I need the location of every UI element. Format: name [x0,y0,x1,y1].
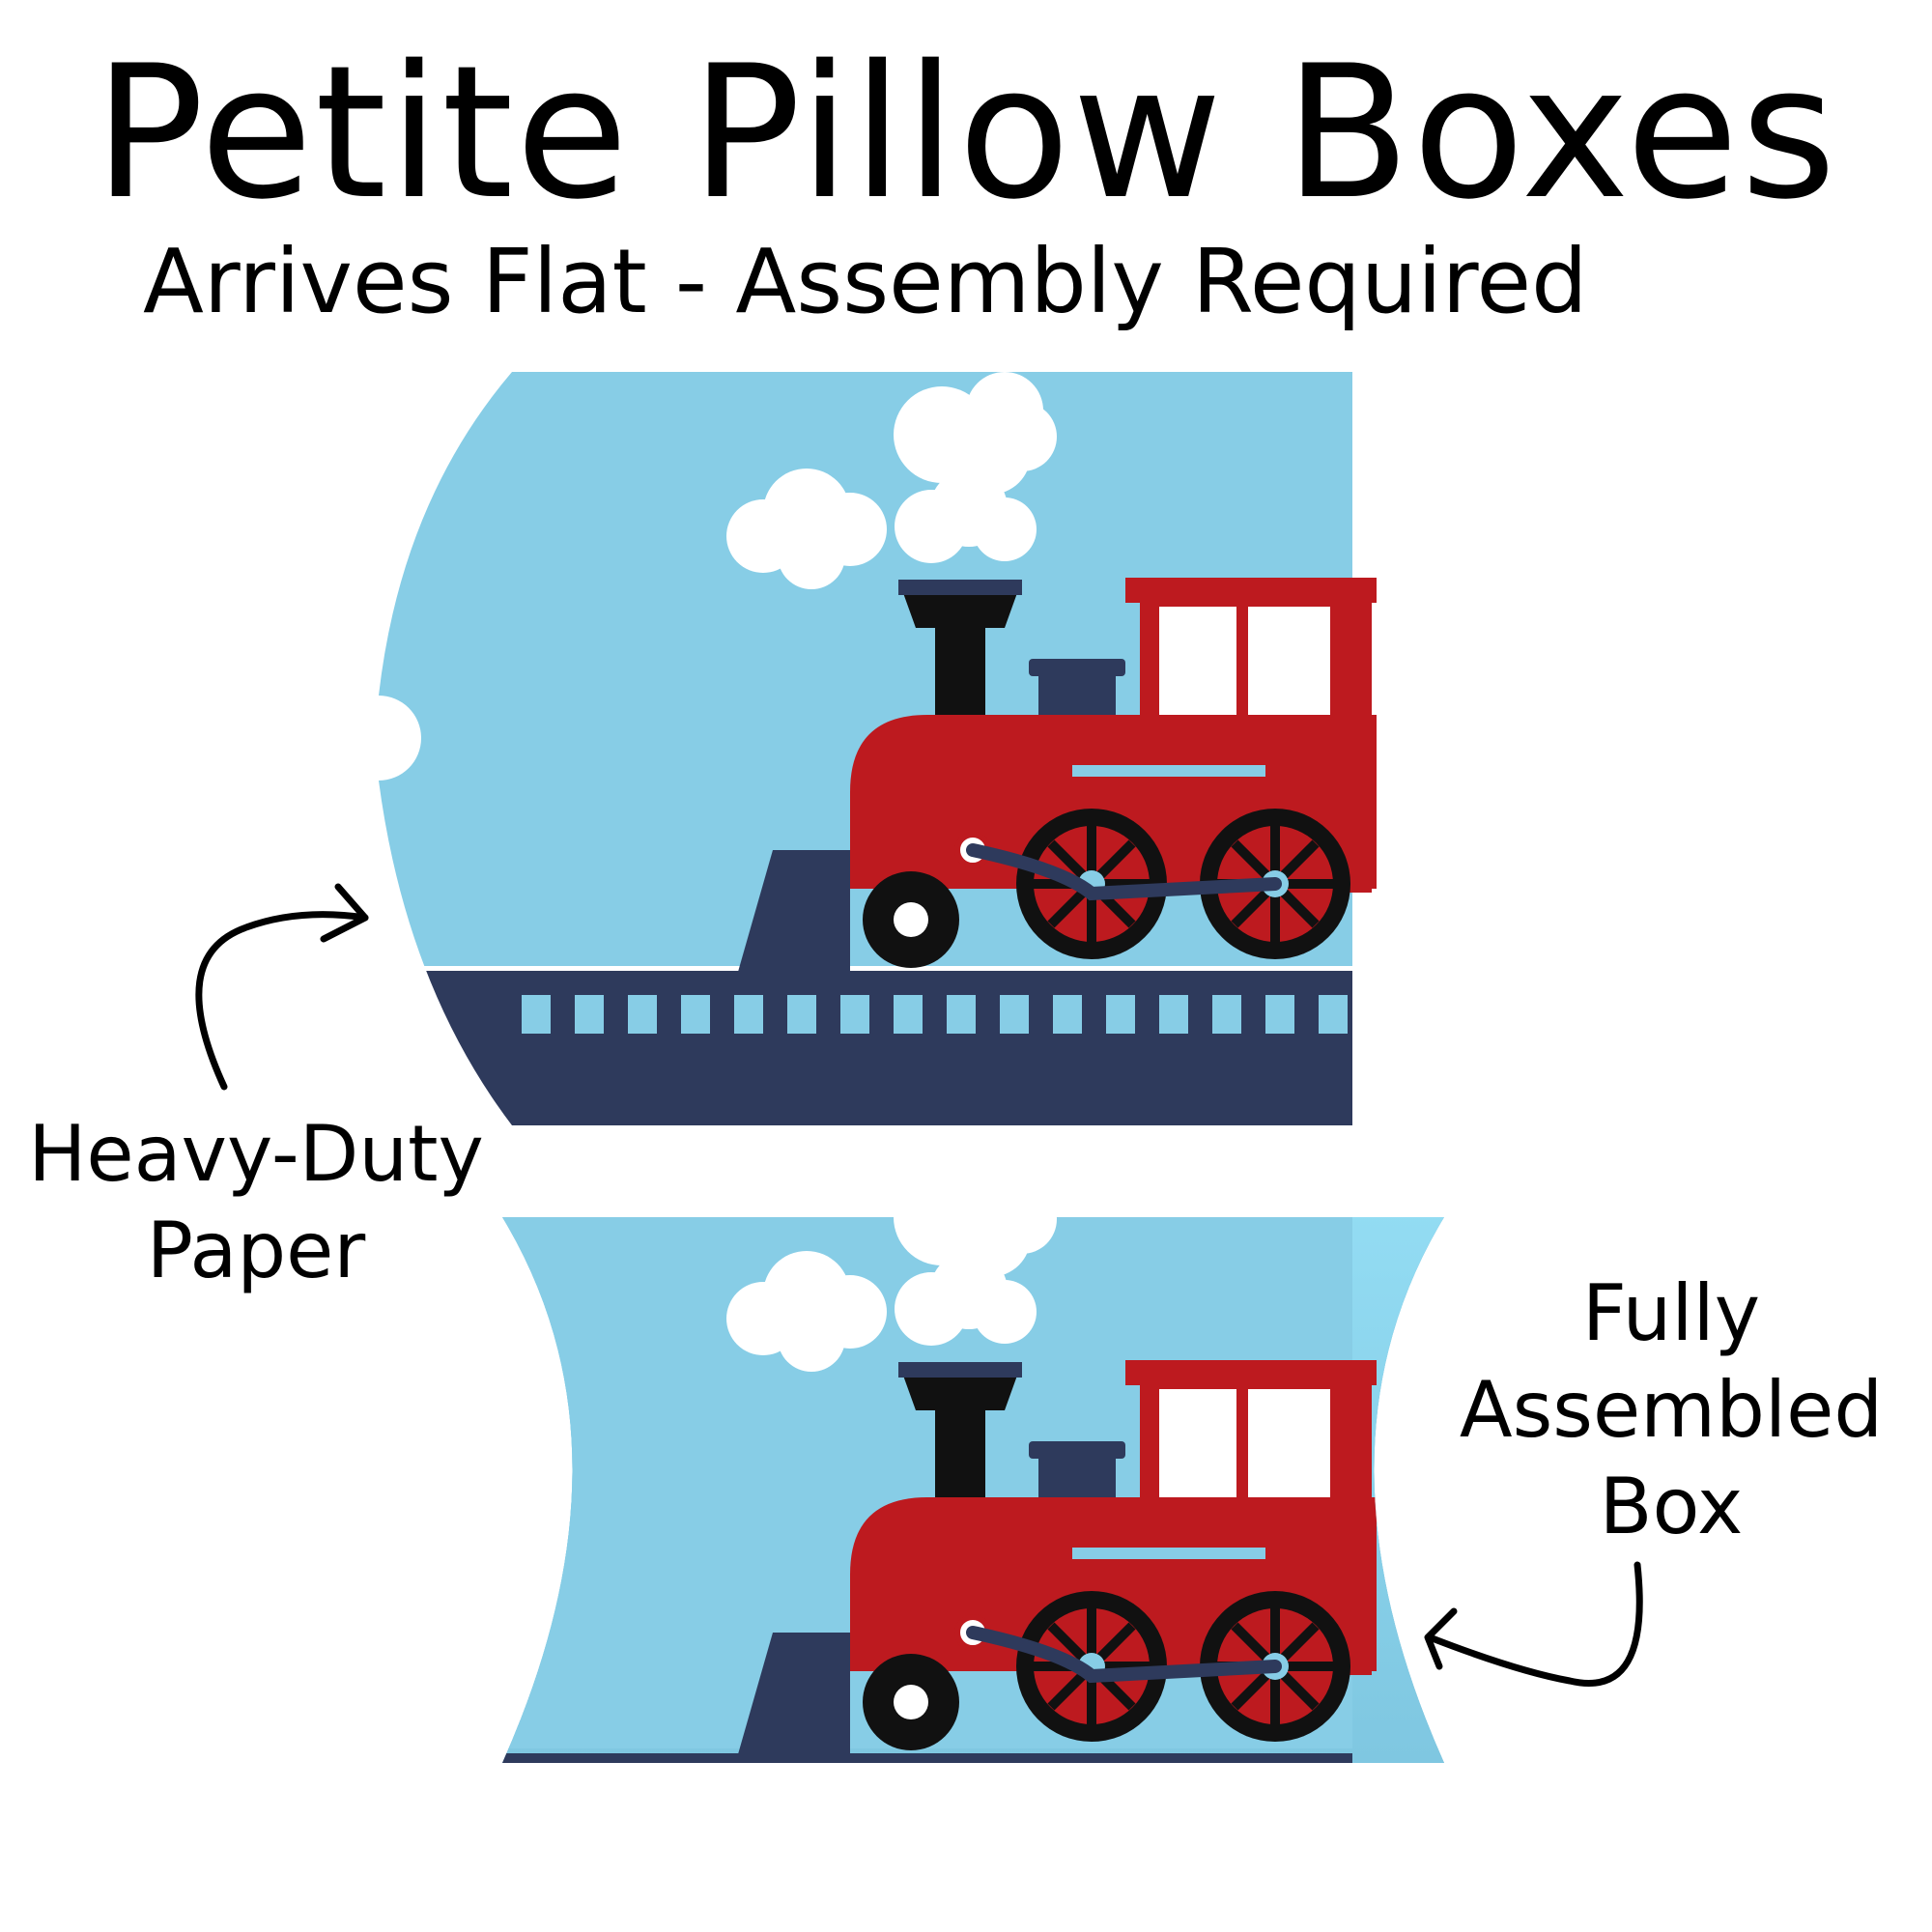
callout-heavy-duty-paper: Heavy-Duty Paper [19,1106,493,1299]
callout-text: Assembled [1459,1365,1884,1455]
curved-arrow-icon [195,911,369,1091]
assembled-pillow-box [502,1217,1444,1763]
callout-text: Box [1599,1462,1744,1551]
flat-pillow-box [97,0,1377,1125]
callout-text: Paper [146,1206,366,1295]
callout-text: Heavy-Duty [28,1109,484,1199]
page-title: Petite Pillow Boxes [94,26,1838,240]
callout-fully-assembled-box: Fully Assembled Box [1430,1265,1913,1555]
callout-text: Fully [1581,1268,1761,1358]
page-subtitle: Arrives Flat - Assembly Required [143,230,1588,333]
curved-arrow-icon [1426,1561,1643,1687]
